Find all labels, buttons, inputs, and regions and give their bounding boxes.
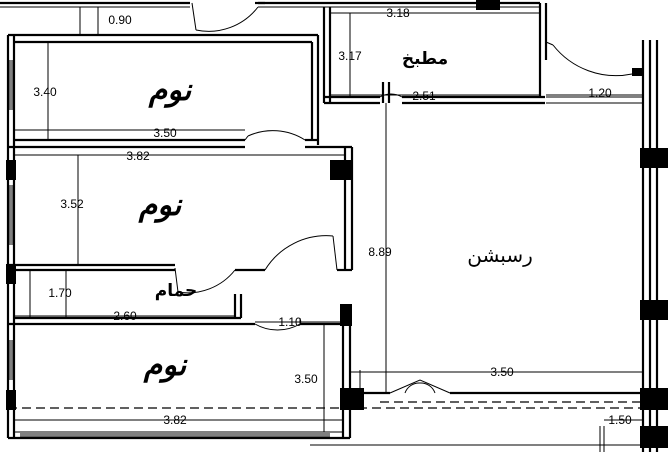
dim-label: 3.50 — [294, 372, 318, 386]
door-balcony — [545, 41, 633, 77]
door-kitchen — [379, 82, 403, 103]
door-bedroom-2 — [264, 235, 338, 271]
dim-label: 1.20 — [588, 86, 612, 100]
dim-label: 0.90 — [108, 13, 132, 27]
dim-label: 3.18 — [386, 6, 410, 20]
dim-label: 3.52 — [60, 197, 84, 211]
dimension-lines — [14, 7, 643, 432]
dashed-lines — [8, 401, 668, 409]
room-label-reception: رسبشن — [467, 243, 533, 267]
dim-label: 1.70 — [48, 286, 72, 300]
room-label-bedroom-1: نوم — [148, 73, 193, 108]
dim-label: 3.17 — [338, 49, 362, 63]
windows — [9, 60, 330, 437]
dim-label: 2.60 — [113, 309, 137, 323]
dim-label: 3.50 — [153, 126, 177, 140]
door-bedroom-1 — [244, 130, 306, 141]
dimension-labels: 0.90 3.18 3.17 3.40 2.51 1.20 3.50 3.82 … — [33, 6, 632, 427]
door-bathroom — [174, 267, 236, 294]
dim-label: 2.51 — [412, 89, 436, 103]
room-label-bathroom: حمام — [155, 281, 198, 301]
dim-label: 3.50 — [490, 365, 514, 379]
room-labels: نوم نوم نوم مطبخ حمام رسبشن — [138, 49, 533, 383]
room-label-bedroom-2: نوم — [138, 188, 183, 223]
dim-label: 3.82 — [126, 149, 150, 163]
dim-label: 3.40 — [33, 85, 57, 99]
door-entry — [191, 1, 265, 32]
dim-label: 3.82 — [163, 413, 187, 427]
door-bedroom-3 — [254, 318, 301, 331]
dim-label: 8.89 — [368, 245, 392, 259]
columns — [6, 0, 668, 448]
dim-label: 1.10 — [278, 315, 302, 329]
door-double — [389, 379, 451, 394]
room-label-bedroom-3: نوم — [143, 348, 188, 383]
doors — [174, 1, 633, 394]
dim-label: 1.50 — [608, 413, 632, 427]
room-label-kitchen: مطبخ — [402, 49, 448, 69]
